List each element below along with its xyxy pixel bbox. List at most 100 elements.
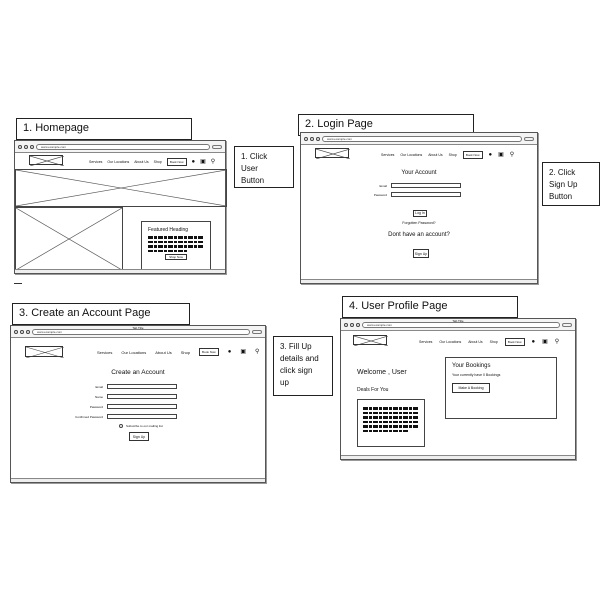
logo-placeholder[interactable] — [315, 148, 350, 159]
browser-menu-icon[interactable] — [252, 329, 262, 334]
note-1-line: 1. Click — [241, 152, 268, 161]
password-row: Password — [361, 192, 461, 197]
nav-item-shop[interactable]: Shop — [153, 160, 162, 164]
user-icon[interactable]: ● — [227, 349, 232, 355]
cart-icon[interactable]: ▣ — [200, 159, 206, 165]
scrollbar[interactable] — [341, 455, 575, 459]
hero-image-placeholder — [15, 169, 227, 207]
book-now-button[interactable]: Book Now — [504, 338, 525, 346]
browser-menu-icon[interactable] — [562, 322, 572, 327]
window-dot-icon — [14, 329, 18, 334]
profile-wireframe: Tab Title www.example.com Services Our L… — [340, 318, 576, 460]
email-field[interactable] — [391, 183, 461, 188]
cart-icon[interactable]: ▣ — [542, 339, 548, 345]
password-field[interactable] — [391, 192, 461, 197]
scrollbar[interactable] — [301, 279, 537, 283]
logo-placeholder[interactable] — [29, 155, 64, 166]
url-bar[interactable]: www.example.com — [362, 321, 560, 328]
confirm-password-row: Confirmed Password — [61, 414, 177, 419]
scrollbar[interactable] — [11, 478, 265, 482]
nav-item-services[interactable]: Services — [381, 153, 395, 157]
text-placeholder — [363, 411, 419, 414]
url-bar[interactable]: www.example.com — [322, 135, 522, 142]
nav-item-about[interactable]: About Us — [134, 160, 149, 164]
nav-item-locations[interactable]: Our Locations — [107, 160, 130, 164]
signup-button[interactable]: Sign Up — [413, 249, 429, 258]
browser-chrome: www.example.com — [301, 133, 537, 145]
user-icon[interactable]: ● — [531, 339, 536, 345]
note-2-line: 2. Click — [549, 168, 576, 177]
nav-item-locations[interactable]: Our Locations — [121, 349, 147, 355]
password-label: Password — [373, 192, 387, 197]
nav-item-shop[interactable]: Shop — [448, 153, 457, 157]
url-bar[interactable]: www.example.com — [36, 143, 210, 150]
nav-item-services[interactable]: Services — [419, 340, 433, 344]
confirm-password-field[interactable] — [107, 414, 177, 419]
nav-item-about[interactable]: About Us — [155, 349, 172, 355]
shop-now-button[interactable]: Shop Now — [165, 254, 187, 260]
nav-links: Services Our Locations About Us Shop Boo… — [97, 348, 259, 356]
email-field[interactable] — [107, 384, 177, 389]
scrollbar[interactable] — [15, 269, 225, 273]
search-icon[interactable]: ⚲ — [554, 339, 560, 345]
nav-item-services[interactable]: Services — [89, 160, 103, 164]
divider — [14, 283, 22, 284]
nav-item-services[interactable]: Services — [97, 349, 113, 355]
subscribe-checkbox[interactable] — [119, 424, 123, 428]
search-icon[interactable]: ⚲ — [255, 349, 260, 355]
nav-item-about[interactable]: About Us — [428, 153, 443, 157]
tab-title: Tab Title — [452, 319, 464, 323]
note-1-line: Button — [241, 176, 265, 185]
window-dot-icon — [356, 322, 360, 327]
featured-heading: Featured Heading — [148, 227, 189, 233]
name-field[interactable] — [107, 394, 177, 399]
site-nav — [315, 148, 350, 159]
cart-icon[interactable]: ▣ — [240, 349, 247, 355]
logo-placeholder[interactable] — [353, 335, 388, 346]
nav-item-shop[interactable]: Shop — [489, 340, 498, 344]
browser-menu-icon[interactable] — [524, 136, 534, 141]
subscribe-row: Subscribe to our mailing list — [119, 424, 163, 428]
window-dot-icon — [24, 144, 28, 149]
search-icon[interactable]: ⚲ — [509, 152, 515, 158]
book-now-button[interactable]: Book Now — [166, 158, 187, 166]
nav-item-locations[interactable]: Our Locations — [439, 340, 462, 344]
no-account-text: Dont have an account? — [388, 232, 450, 238]
make-booking-button[interactable]: Make A Booking — [452, 383, 490, 393]
nav-item-shop[interactable]: Shop — [180, 349, 191, 355]
password-field[interactable] — [107, 404, 177, 409]
browser-chrome: Tab Title www.example.com — [341, 319, 575, 331]
user-icon[interactable]: ● — [191, 159, 196, 165]
homepage-wireframe: www.example.com Services Our Locations A… — [14, 140, 227, 274]
user-icon[interactable]: ● — [488, 152, 493, 158]
search-icon[interactable]: ⚲ — [210, 159, 216, 165]
name-row: Name — [61, 394, 177, 399]
subscribe-label: Subscribe to our mailing list — [126, 424, 163, 428]
browser-menu-icon[interactable] — [212, 144, 222, 149]
book-now-button[interactable]: Book Now — [199, 348, 219, 356]
bookings-title: Your Bookings — [452, 363, 491, 369]
email-label: Email — [95, 384, 103, 389]
browser-chrome: Tab Title www.example.com — [11, 326, 265, 338]
text-placeholder — [363, 425, 419, 428]
text-placeholder — [363, 429, 408, 432]
book-now-button[interactable]: Book Now — [462, 151, 483, 159]
url-bar[interactable]: www.example.com — [32, 328, 250, 335]
confirm-password-label: Confirmed Password — [75, 414, 103, 419]
window-dot-icon — [20, 329, 24, 334]
cart-icon[interactable]: ▣ — [498, 152, 504, 158]
tab-title: Tab Title — [132, 326, 144, 330]
note-1: 1. Click User Button — [234, 146, 294, 188]
logo-placeholder[interactable] — [25, 346, 64, 358]
signup-button[interactable]: Sign Up — [129, 432, 149, 441]
text-placeholder — [148, 245, 204, 248]
nav-item-locations[interactable]: Our Locations — [400, 153, 423, 157]
nav-item-about[interactable]: About Us — [468, 340, 483, 344]
window-dot-icon — [350, 322, 354, 327]
bookings-card: Your Bookings Your currently have 0 Book… — [445, 357, 557, 419]
window-dot-icon — [18, 144, 22, 149]
forgot-password-link[interactable]: Forgotten Password? — [402, 221, 436, 225]
login-button[interactable]: Log In — [413, 210, 427, 217]
deals-card — [357, 399, 425, 447]
note-2-line: Sign Up — [549, 180, 578, 189]
